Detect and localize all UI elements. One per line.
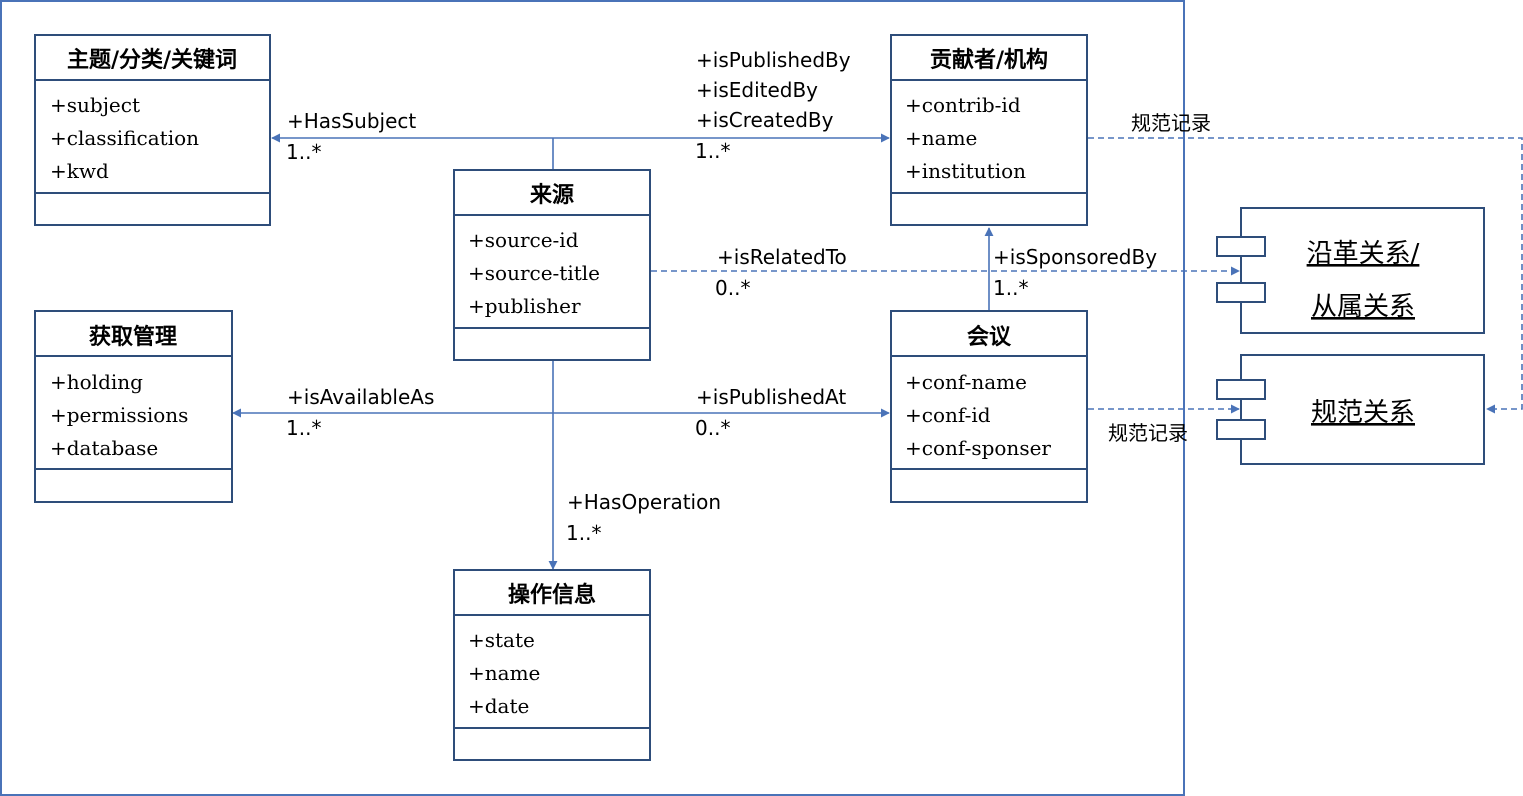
class-title: 主题/分类/关键词 <box>67 47 237 73</box>
class-operation: 操作信息 +state +name +date <box>453 569 651 761</box>
class-subject: 主题/分类/关键词 +subject +classification +kwd <box>34 34 271 226</box>
class-attr: +date <box>468 694 529 718</box>
class-attr: +holding <box>50 370 143 394</box>
class-title: 来源 <box>529 182 574 208</box>
relation-label: +HasOperation <box>567 490 721 514</box>
component-label: 从属关系 <box>1311 292 1415 322</box>
relation-label: +HasSubject <box>287 109 416 133</box>
class-attr: +institution <box>905 159 1026 183</box>
multiplicity-label: 1..* <box>993 276 1028 300</box>
class-attr: +contrib-id <box>905 93 1021 117</box>
class-attr: +conf-sponser <box>905 436 1051 460</box>
component-tab-icon <box>1216 236 1266 257</box>
relation-label: 规范记录 <box>1108 421 1188 445</box>
class-attr: +kwd <box>50 159 109 183</box>
class-title: 获取管理 <box>89 324 177 350</box>
class-attr: +conf-id <box>905 403 991 427</box>
class-title: 会议 <box>967 324 1012 350</box>
relation-label: +isRelatedTo <box>717 245 847 269</box>
multiplicity-label: 1..* <box>695 139 730 163</box>
component-tab-icon <box>1216 282 1266 303</box>
component-history: 沿革关系/ 从属关系 <box>1216 207 1485 334</box>
class-title: 操作信息 <box>508 582 596 608</box>
component-label: 规范关系 <box>1311 398 1415 428</box>
class-attr: +classification <box>50 126 199 150</box>
class-attr: +state <box>468 628 535 652</box>
component-label: 沿革关系/ <box>1307 239 1420 269</box>
relation-label: +isSponsoredBy <box>993 245 1157 269</box>
multiplicity-label: 1..* <box>566 521 601 545</box>
diagram-frame <box>0 0 1185 796</box>
relation-label: +isEditedBy <box>696 78 818 102</box>
relation-label: +isPublishedBy <box>696 48 851 72</box>
contributor-authority-arrow <box>1088 137 1523 414</box>
relation-label: +isAvailableAs <box>287 385 434 409</box>
class-attr: +publisher <box>468 294 581 318</box>
class-attr: +database <box>50 436 158 460</box>
relation-label: +isCreatedBy <box>696 108 834 132</box>
class-attr: +subject <box>50 93 140 117</box>
multiplicity-label: 0..* <box>695 416 730 440</box>
component-authority: 规范关系 <box>1216 354 1485 465</box>
class-attr: +name <box>905 126 977 150</box>
component-tab-icon <box>1216 419 1266 440</box>
relation-label: 规范记录 <box>1131 111 1211 135</box>
component-tab-icon <box>1216 379 1266 400</box>
class-title: 贡献者/机构 <box>930 47 1048 73</box>
multiplicity-label: 1..* <box>286 140 321 164</box>
class-acquisition: 获取管理 +holding +permissions +database <box>34 310 233 503</box>
class-attr: +source-title <box>468 261 600 285</box>
class-contributor: 贡献者/机构 +contrib-id +name +institution <box>890 34 1088 226</box>
class-conference: 会议 +conf-name +conf-id +conf-sponser <box>890 310 1088 503</box>
multiplicity-label: 0..* <box>715 276 750 300</box>
multiplicity-label: 1..* <box>286 416 321 440</box>
class-attr: +permissions <box>50 403 188 427</box>
relation-label: +isPublishedAt <box>696 385 846 409</box>
class-attr: +conf-name <box>905 370 1027 394</box>
class-source: 来源 +source-id +source-title +publisher <box>453 169 651 361</box>
class-attr: +source-id <box>468 228 579 252</box>
class-attr: +name <box>468 661 540 685</box>
